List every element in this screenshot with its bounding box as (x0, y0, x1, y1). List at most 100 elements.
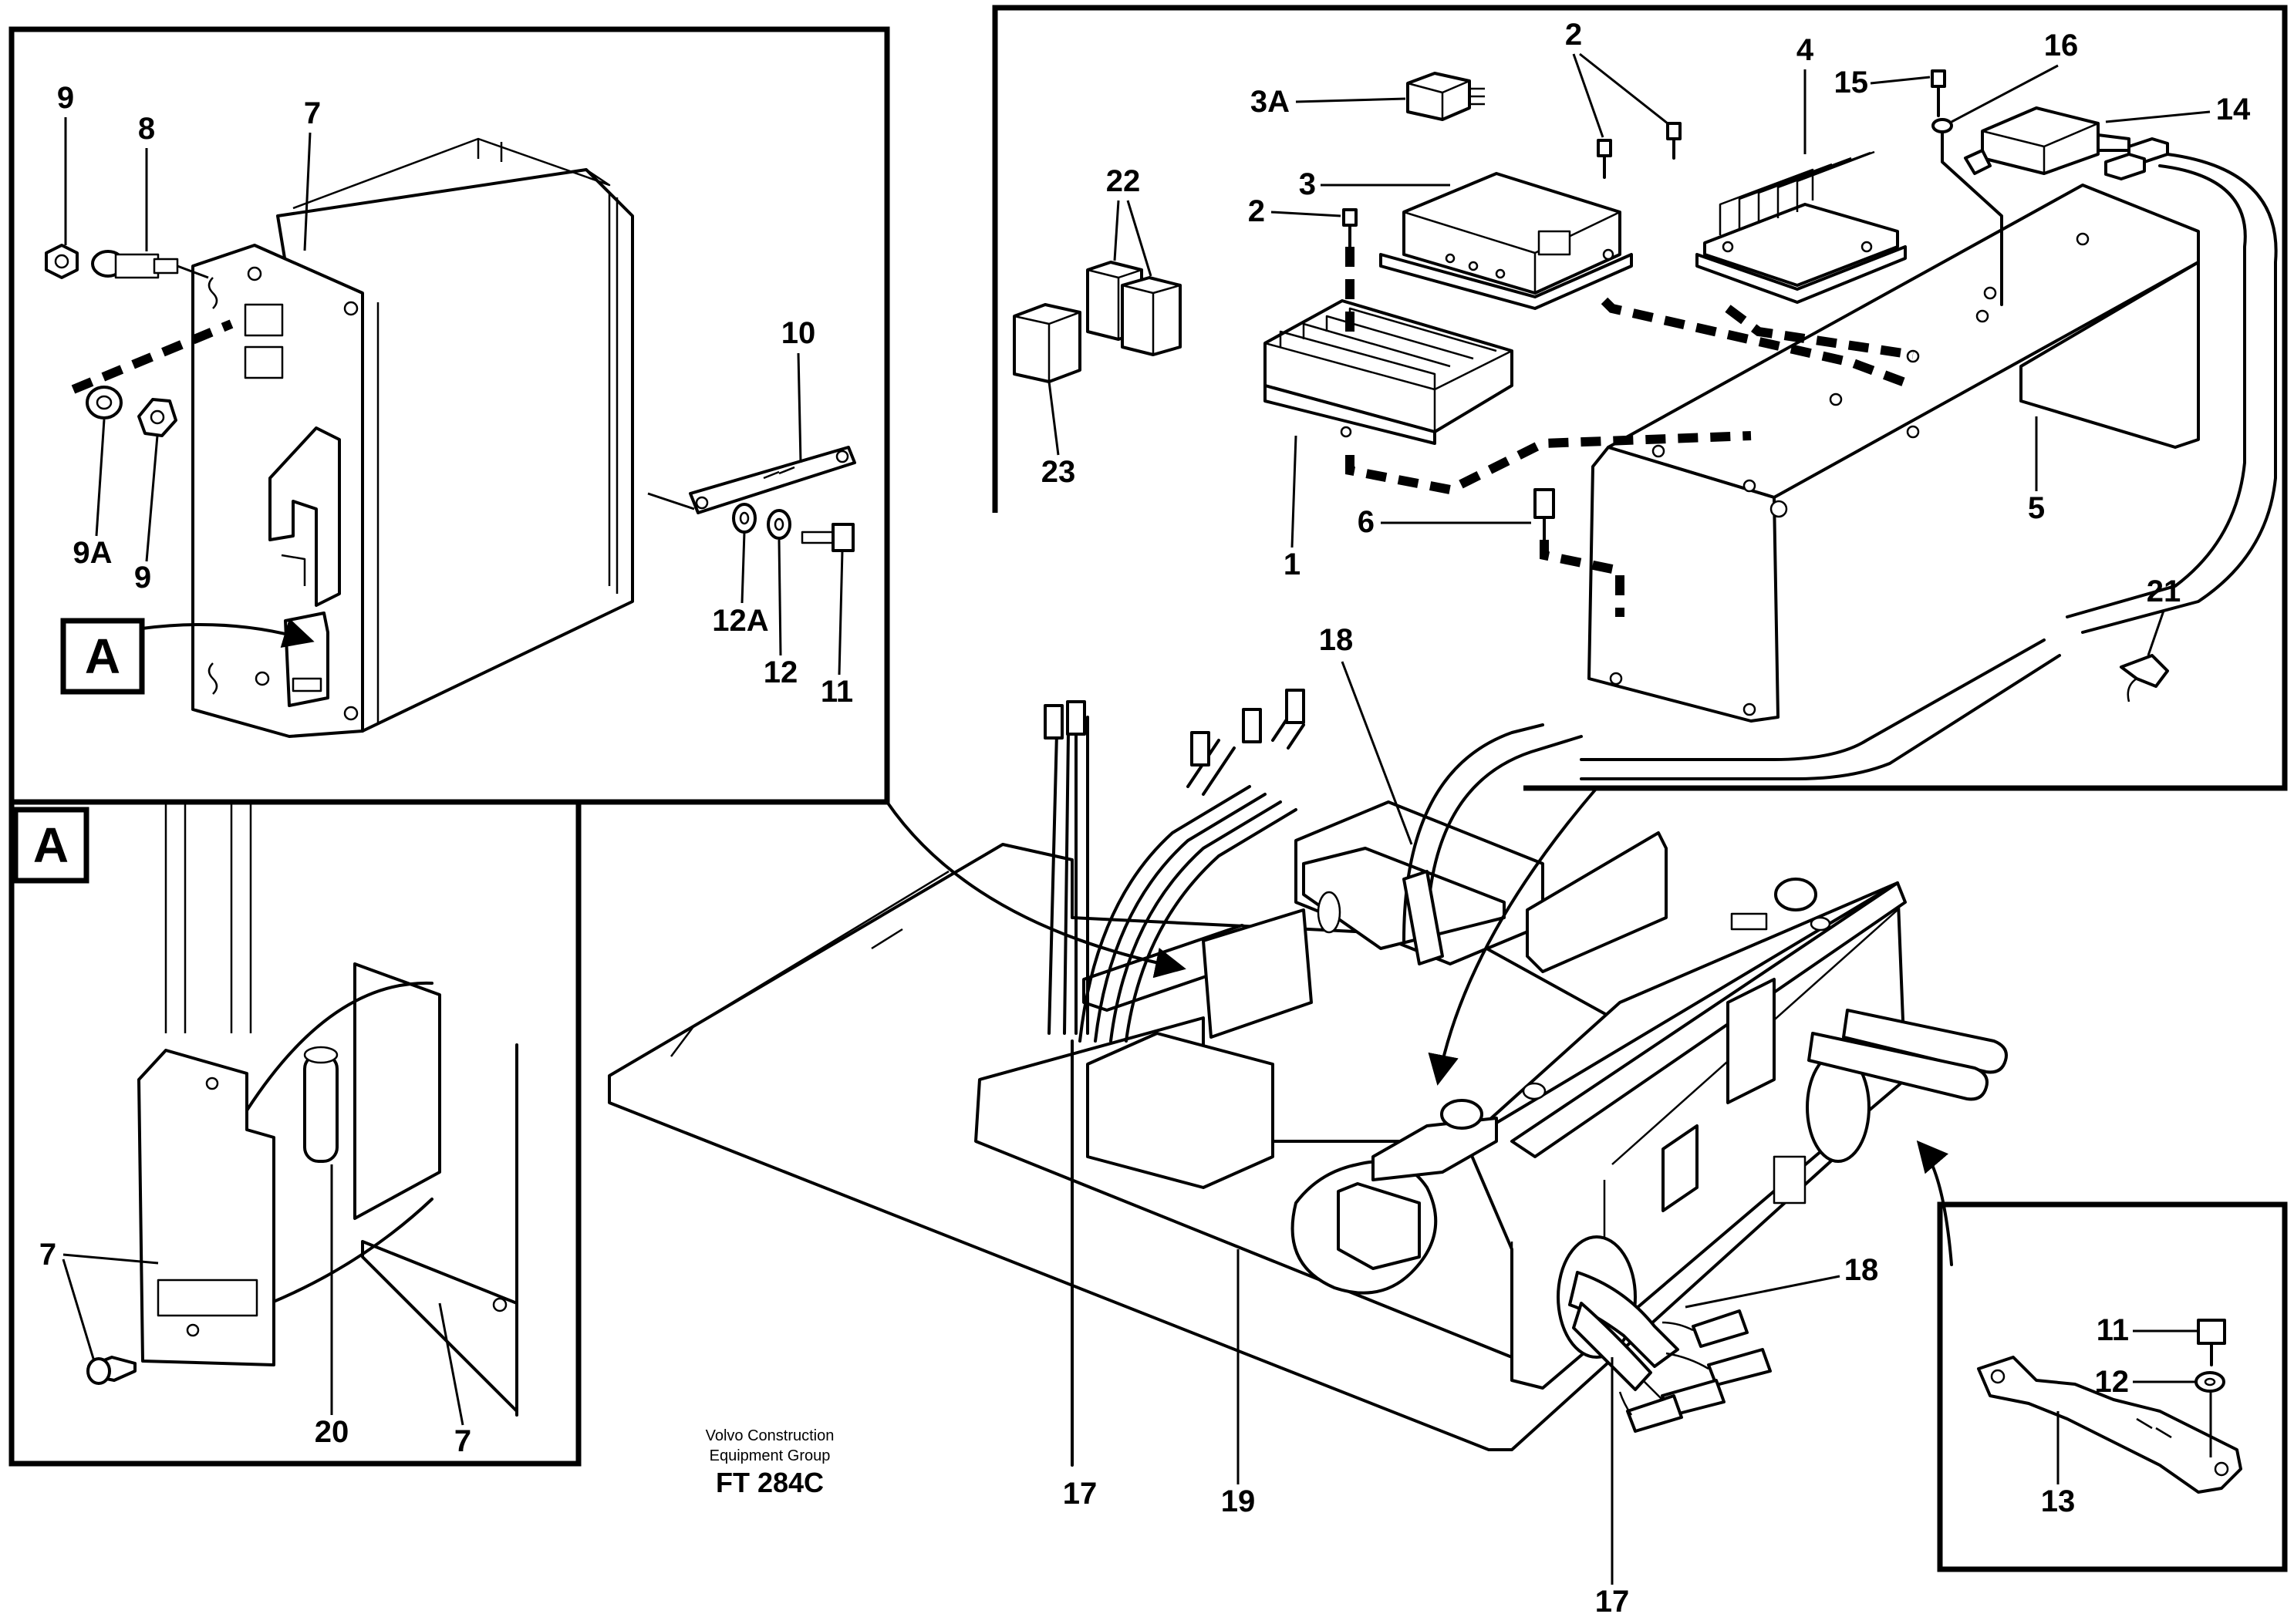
washer-part-9a (86, 386, 123, 419)
nut-part-9-lower (137, 398, 177, 437)
company-name-line1: Volvo Construction (706, 1427, 835, 1444)
detail-a-cover-plate-part-7 (137, 1049, 275, 1366)
bracket-hole-6 (1906, 425, 1920, 439)
inner-upright-right (1526, 831, 1668, 973)
bracket-hole-4 (1906, 349, 1920, 363)
harness-17-rear-bundle (1047, 716, 1305, 1043)
harness-connectors-18-front (1618, 1309, 1772, 1433)
cab-floor-assembly (608, 689, 2008, 1467)
relay-part-22-right (1121, 276, 1182, 356)
harness-17-rear-connectors (1044, 689, 1305, 767)
box-top-flange (477, 139, 503, 162)
electrical-box-assembly (45, 137, 856, 738)
strap-hole-left (1990, 1369, 2006, 1384)
callouts-strap: 11 12 13 (2041, 1313, 2197, 1518)
arrow-bracket-to-console (1428, 787, 1598, 1086)
callout-3a: 3A (1250, 85, 1290, 119)
detail-a-base-screw (492, 1297, 508, 1312)
fuse-part-20 (303, 1046, 339, 1163)
screw-part-11-right (2197, 1319, 2226, 1366)
strap-detail (1977, 1319, 2242, 1494)
callouts-top-left: 9 8 7 10 9A 9 12A 12 11 (57, 81, 853, 709)
wire-loop-bottom-2 (1580, 654, 2061, 780)
bracket-hole-7 (1983, 286, 1997, 300)
washer-part-12-left (767, 509, 791, 540)
callout-21: 21 (2147, 574, 2181, 608)
assembly-path-relay-1 (1345, 431, 1752, 495)
mounting-bracket-part-5-leg (1587, 446, 1780, 723)
screw-part-11-left (801, 523, 855, 552)
bolt-path-line (177, 264, 209, 279)
callouts-detail-a: 7 20 7 (39, 1164, 471, 1458)
detail-a-reference-box (60, 618, 145, 695)
callout-6: 6 (1358, 505, 1375, 539)
plate-window-upper (244, 303, 284, 337)
callout-11-left: 11 (821, 675, 853, 709)
pipe-lower (1807, 1032, 1989, 1101)
callout-2-left: 2 (1248, 194, 1265, 228)
plate-screw-top-left (247, 266, 262, 281)
console-knob-top (1774, 878, 1817, 911)
console-panel-cutout (1726, 978, 1776, 1104)
plate-screw-bottom-left (255, 671, 270, 686)
assembly-path-nut (71, 319, 234, 394)
callout-17-bottom: 17 (1595, 1585, 1630, 1619)
inner-frame (1202, 908, 1313, 1039)
harness-conduit-17-front-2 (1572, 1302, 1652, 1391)
callout-12-left: 12 (764, 655, 798, 689)
box-latch-hook (281, 554, 306, 586)
console-side-window (1661, 1124, 1699, 1212)
detail-a-screw-part-7 (86, 1356, 137, 1385)
callout-9-bottom: 9 (134, 561, 151, 595)
assembly-path-screw-6 (1540, 540, 1624, 617)
arrow-strap-detail (1916, 1140, 1953, 1266)
callout-4: 4 (1796, 33, 1814, 67)
detail-a-pointer-arrow (140, 618, 315, 648)
relay-box-part-3 (1379, 172, 1633, 310)
callout-3: 3 (1299, 167, 1316, 201)
frame-detail-a-panel (8, 799, 582, 1467)
callout-13: 13 (2041, 1484, 2076, 1518)
bracket-hole-5 (1975, 309, 1989, 323)
strap-hole-right (2214, 1461, 2229, 1477)
box-top (292, 137, 611, 210)
box-rim (608, 193, 619, 594)
inner-circular-hole (1317, 891, 1341, 934)
screw-part-2-left (1342, 208, 1358, 248)
callout-12a: 12A (712, 604, 768, 638)
console-knob-front (1440, 1099, 1483, 1130)
plate-screw-top-right (343, 301, 359, 316)
callout-10: 10 (781, 316, 816, 350)
screw-part-2-mid (1597, 139, 1612, 179)
washer-part-12a (732, 503, 757, 534)
detail-a-base-plate (361, 1240, 518, 1413)
wire-loop-outer-2 (2081, 153, 2278, 634)
detail-a-cover-slot (157, 1279, 258, 1317)
plate-window-lower (244, 345, 284, 379)
bracket-hole-8 (2076, 232, 2090, 246)
detail-a-wire-lower (268, 1198, 433, 1305)
callout-5: 5 (2028, 491, 2045, 525)
frame-bottom-right-panel (1937, 1201, 2288, 1572)
ground-strap-part-13 (1977, 1356, 2242, 1494)
callouts-top-right: 2 4 15 16 14 3A 3 2 22 23 1 6 5 21 (1041, 18, 2251, 656)
relay-unit-part-1 (1263, 299, 1513, 445)
callout-19: 19 (1221, 1484, 1256, 1518)
callout-22: 22 (1106, 164, 1141, 198)
frame-top-right-panel (992, 5, 2288, 791)
nut-part-9-upper (45, 244, 79, 279)
callout-8: 8 (138, 112, 155, 146)
console-top-rim (1510, 881, 1907, 1158)
bracket-hole-3 (1829, 393, 1843, 406)
detail-a-post-left (164, 804, 187, 1033)
callout-15: 15 (1834, 66, 1869, 99)
detail-a-view (86, 804, 518, 1417)
relay-part-14 (1964, 106, 2130, 175)
box-latch (268, 426, 341, 607)
callout-11-right: 11 (2097, 1313, 2129, 1347)
bracket-foot-hole-1 (1609, 672, 1623, 686)
bracket-hole-1 (1651, 444, 1665, 458)
callout-2-top: 2 (1565, 18, 1582, 52)
cable-clip-part-21 (2120, 654, 2169, 702)
floor-plate-rim (670, 870, 950, 1057)
